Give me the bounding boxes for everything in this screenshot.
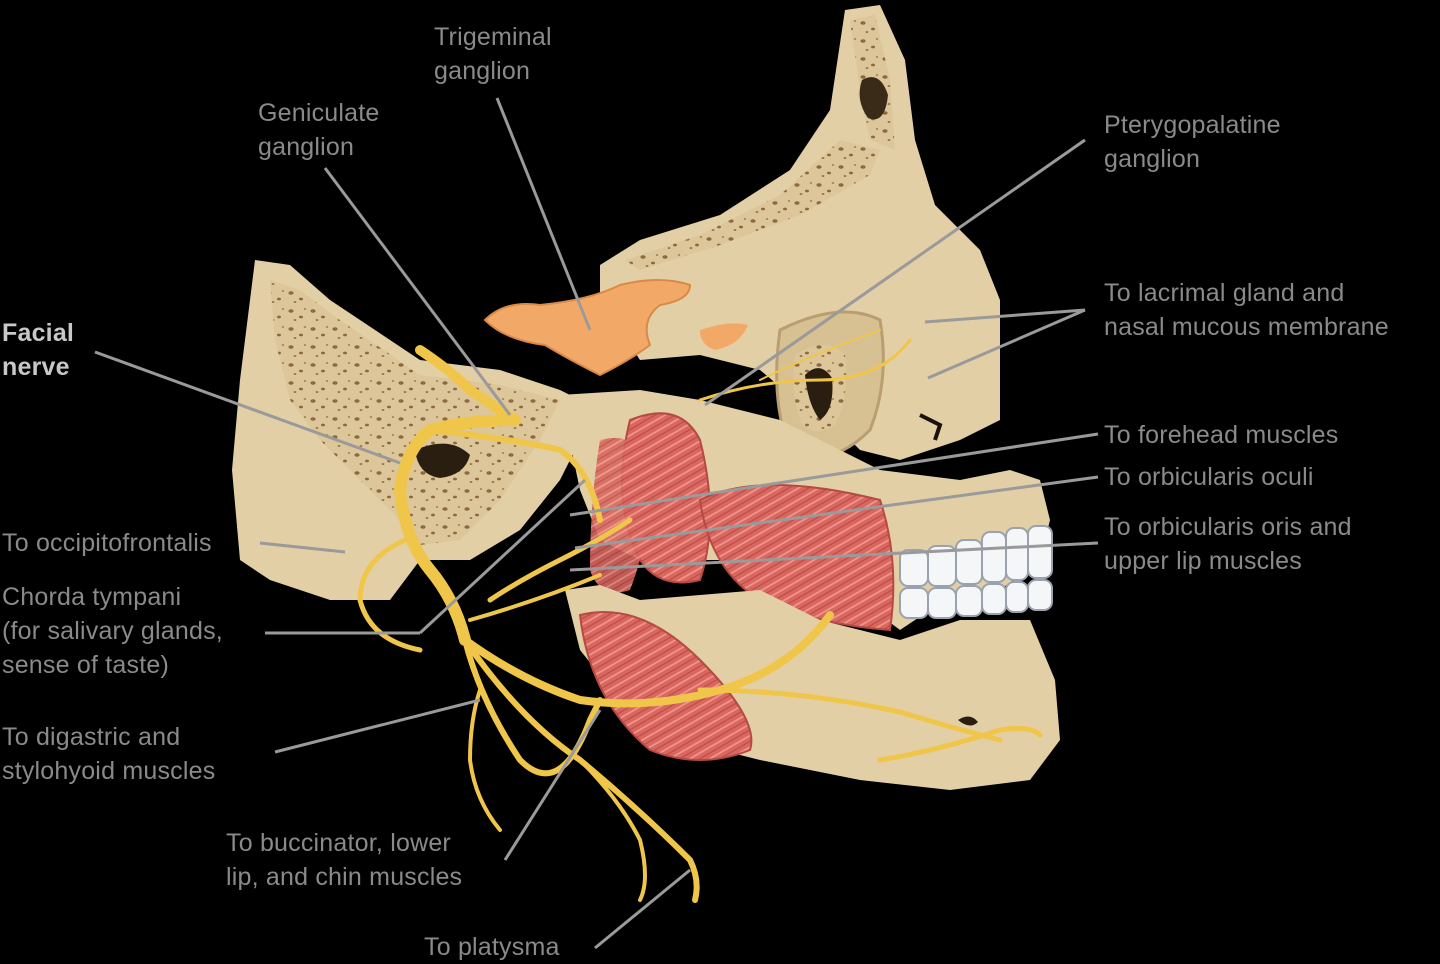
label-orbicularis-oris: To orbicularis oris and upper lip muscle… xyxy=(1104,513,1352,575)
label-pterygopalatine-ganglion: Pterygopalatine ganglion xyxy=(1104,111,1281,173)
leader-lines xyxy=(94,97,1099,950)
label-forehead: To forehead muscles xyxy=(1104,421,1339,449)
label-digastric: To digastric and stylohyoid muscles xyxy=(2,723,216,785)
facial-nerve-branches xyxy=(357,329,1043,903)
teeth xyxy=(899,525,1053,619)
label-facial-nerve: Facial nerve xyxy=(2,319,75,381)
label-orbicularis-oculi: To orbicularis oculi xyxy=(1104,463,1314,491)
mentalis-muscle xyxy=(578,611,753,761)
label-lacrimal: To lacrimal gland and nasal mucous membr… xyxy=(1104,279,1389,341)
label-geniculate-ganglion: Geniculate ganglion xyxy=(258,99,380,161)
label-platysma: To platysma xyxy=(424,933,560,961)
label-chorda-tympani: Chorda tympani (for salivary glands, sen… xyxy=(2,583,223,679)
label-trigeminal-ganglion: Trigeminal ganglion xyxy=(434,23,552,85)
frontal-bone xyxy=(600,5,1000,460)
label-buccinator: To buccinator, lower lip, and chin muscl… xyxy=(226,829,463,891)
label-occipitofrontalis: To occipitofrontalis xyxy=(2,529,212,557)
